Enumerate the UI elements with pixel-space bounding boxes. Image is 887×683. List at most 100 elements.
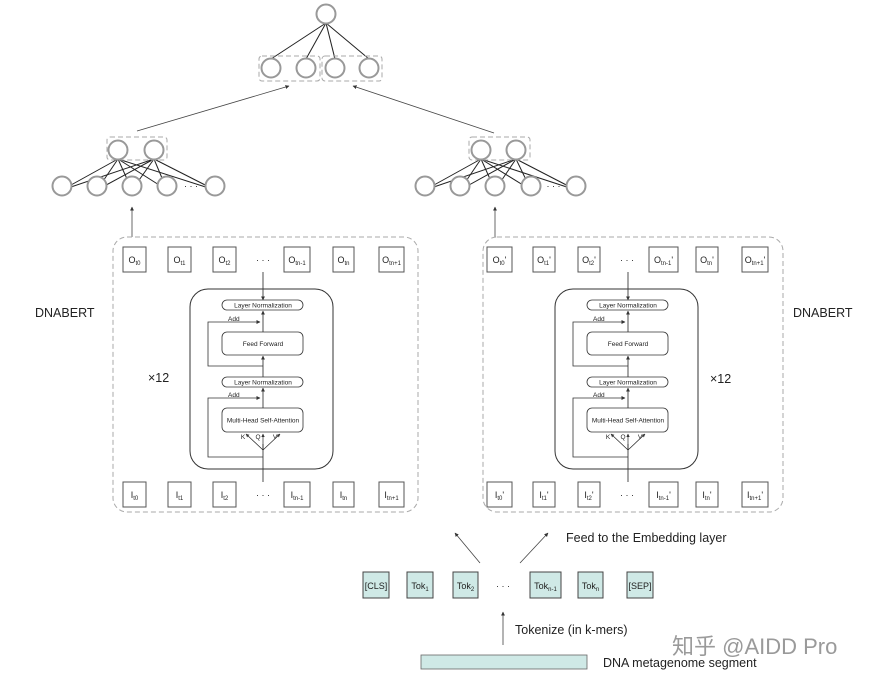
left-v-arrow [262, 433, 281, 451]
right-pooled-node [470, 139, 492, 161]
token-box [406, 571, 434, 599]
left-q-label: Q [255, 434, 260, 441]
right-input-box [695, 481, 719, 508]
left-multi-head-attention-label: Multi-Head Self-Attention [227, 417, 300, 424]
right-layer-norm-top [586, 299, 669, 311]
right-input-box [532, 481, 556, 508]
token-label: [SEP] [628, 581, 651, 591]
tokenize-label: Tokenize (in k-mers) [515, 623, 628, 637]
right-output-box [486, 246, 513, 273]
right-v-arrow [627, 433, 646, 451]
right-input-label: Itn' [702, 490, 712, 502]
right-pooled-group [468, 136, 531, 161]
right-cluster-edge [424, 158, 517, 191]
segment-label: DNA metagenome segment [603, 656, 757, 670]
left-cluster-edge [117, 158, 216, 191]
left-residual-ff [207, 320, 263, 367]
left-add-label-bottom: Add [228, 392, 240, 399]
dna-segment-bar [420, 654, 588, 670]
left-input-box [283, 481, 311, 508]
left-feature-node [51, 175, 73, 197]
right-to-merge-arrow [352, 85, 495, 134]
left-input-label: Itn-1 [291, 490, 305, 502]
left-output-box [332, 246, 355, 273]
right-output-label: Ot1' [537, 255, 551, 267]
left-k-arrow [245, 433, 264, 451]
token-box [529, 571, 562, 599]
left-add-label-top: Add [228, 316, 240, 323]
left-repeat-label: ×12 [148, 371, 169, 385]
right-cluster-edge [480, 158, 577, 191]
token-label: Tokn [582, 581, 599, 593]
left-feed-forward-label: Feed Forward [243, 341, 284, 348]
left-cluster-edge [61, 158, 155, 191]
right-feature-node [414, 175, 436, 197]
right-residual-attn [572, 396, 628, 458]
tree-edge [325, 22, 336, 60]
merged-node [260, 57, 282, 79]
left-input-ellipsis: · · · [256, 490, 270, 500]
right-multi-head-attention-label: Multi-Head Self-Attention [592, 417, 665, 424]
right-output-label: Ot2' [582, 255, 596, 267]
left-dnabert-label: DNABERT [35, 306, 95, 320]
token-label: Tok2 [457, 581, 475, 593]
right-pooled-node [505, 139, 527, 161]
left-feature-node [121, 175, 143, 197]
merged-node [358, 57, 380, 79]
left-feed-forward [221, 331, 304, 356]
token-box [452, 571, 479, 599]
right-output-label: Otn-1' [654, 255, 673, 267]
right-output-box [532, 246, 556, 273]
right-output-ellipsis: · · · [620, 255, 634, 265]
left-input-box [122, 481, 147, 508]
root-node [315, 3, 337, 25]
watermark: 知乎 @AIDD Pro [672, 634, 837, 659]
left-output-box [283, 246, 311, 273]
right-input-label: It0' [495, 490, 505, 502]
right-output-label: Otn+1' [745, 255, 766, 267]
right-dnabert-label: DNABERT [793, 306, 853, 320]
right-v-label: V [638, 434, 643, 441]
right-repeat-label: ×12 [710, 372, 731, 386]
tree-edge [305, 22, 327, 60]
right-output-box [695, 246, 719, 273]
token-box [577, 571, 604, 599]
left-output-label: Ot1 [173, 255, 186, 267]
right-input-label: Itn-1' [656, 490, 671, 502]
right-k-label: K [606, 434, 611, 441]
left-feature-node [86, 175, 108, 197]
left-layer-norm-bottom [221, 376, 304, 388]
merged-node [324, 57, 346, 79]
merged-group-left [258, 55, 321, 82]
right-dnabert-panel [482, 236, 784, 513]
left-input-label: It2 [221, 490, 229, 502]
token-label: Tokn-1 [534, 581, 557, 593]
left-feature-ellipsis: · · · [184, 181, 198, 191]
left-residual-attn [207, 396, 263, 458]
left-input-label: It0 [131, 490, 139, 502]
left-output-label: Ot0 [128, 255, 141, 267]
right-input-label: It1' [539, 490, 549, 502]
left-dnabert-panel [112, 236, 419, 513]
left-input-box [378, 481, 405, 508]
tokens-to-left-arrow [454, 532, 481, 564]
left-layer-norm-top [221, 299, 304, 311]
right-multi-head-attention [586, 407, 669, 433]
feed-embedding-label: Feed to the Embedding layer [566, 531, 727, 545]
left-feature-node [156, 175, 178, 197]
token-box [362, 571, 390, 599]
right-feature-ellipsis: · · · [547, 181, 561, 191]
tokens-to-right-arrow [519, 532, 549, 564]
left-output-label: Otn [337, 255, 349, 267]
right-feature-node [484, 175, 506, 197]
left-input-box [212, 481, 237, 508]
token-box [626, 571, 654, 599]
right-layer-norm-bottom [586, 376, 669, 388]
left-input-box [167, 481, 192, 508]
left-multi-head-attention [221, 407, 304, 433]
right-output-label: Ot0' [493, 255, 507, 267]
left-output-ellipsis: · · · [256, 255, 270, 265]
left-output-label: Ot2 [218, 255, 231, 267]
right-output-box [577, 246, 601, 273]
right-input-label: It2' [584, 490, 594, 502]
